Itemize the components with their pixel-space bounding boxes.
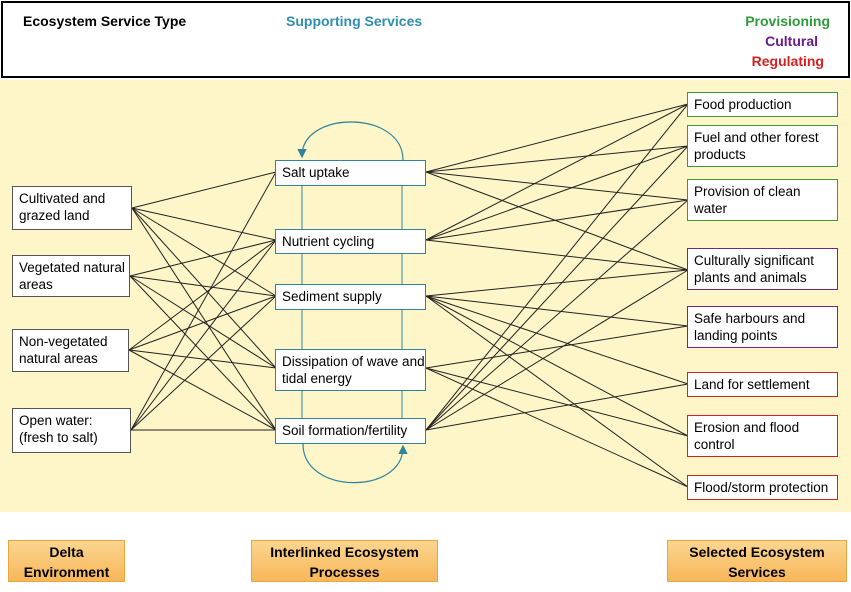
service-label: products	[694, 147, 746, 162]
process-box-sediment-supply: Sediment supply	[275, 284, 426, 310]
delta-label: Cultivated and	[19, 191, 106, 206]
service-label: water	[694, 201, 728, 216]
process-label: Soil formation/fertility	[282, 423, 408, 438]
footer-label: Environment	[23, 564, 110, 580]
service-label: Culturally significant	[694, 253, 815, 268]
delta-box-cultivated: Cultivated and grazed land	[12, 186, 132, 230]
provisioning-label: Provisioning	[745, 13, 830, 29]
service-type-label: Ecosystem Service Type	[23, 13, 187, 29]
delta-box-open-water: Open water: (fresh to salt)	[12, 408, 131, 453]
service-box-safe-harbours: Safe harbours and landing points	[687, 306, 838, 348]
supporting-services-label: Supporting Services	[286, 13, 423, 29]
footer-label: Processes	[309, 564, 380, 580]
process-label: Sediment supply	[282, 289, 382, 304]
service-type-header: Ecosystem Service Type Supporting Servic…	[1, 1, 850, 78]
process-box-salt-uptake: Salt uptake	[275, 160, 426, 186]
service-label: Fuel and other forest	[694, 130, 819, 145]
service-label: Food production	[694, 97, 792, 112]
delta-box-vegetated: Vegetated natural areas	[12, 255, 130, 297]
service-label: plants and animals	[694, 270, 807, 285]
service-label: Erosion and flood	[694, 420, 800, 435]
process-label: Nutrient cycling	[282, 234, 375, 249]
footer-label: Interlinked Ecosystem	[270, 544, 419, 560]
delta-box-non-vegetated: Non-vegetated natural areas	[12, 329, 129, 372]
service-box-culturally-significant: Culturally significant plants and animal…	[687, 248, 838, 290]
delta-to-process-lines	[128, 171, 277, 431]
service-label: Safe harbours and	[694, 311, 806, 326]
footer-delta-environment: Delta Environment	[8, 540, 125, 582]
service-box-erosion-flood: Erosion and flood control	[687, 415, 838, 457]
service-label: control	[694, 437, 735, 452]
process-label: Dissipation of wave and	[282, 354, 425, 369]
regulating-label: Regulating	[751, 53, 824, 69]
cycle-arrow-bottom	[302, 443, 408, 484]
footer-interlinked-processes: Interlinked Ecosystem Processes	[251, 540, 438, 582]
cycle-arrow-top	[297, 121, 404, 161]
process-to-service-lines	[425, 103, 689, 488]
delta-label: Non-vegetated	[19, 334, 108, 349]
service-box-fuel-forest: Fuel and other forest products	[687, 125, 838, 167]
process-box-dissipation: Dissipation of wave and tidal energy	[275, 349, 426, 391]
cultural-label: Cultural	[765, 33, 818, 49]
service-label: landing points	[694, 328, 778, 343]
delta-label: Open water:	[19, 413, 93, 428]
delta-label: (fresh to salt)	[19, 430, 98, 445]
delta-label: areas	[19, 277, 53, 292]
footer-selected-services: Selected Ecosystem Services	[667, 540, 847, 582]
service-label: Flood/storm protection	[694, 480, 829, 495]
footer-label: Selected Ecosystem	[689, 544, 825, 560]
footer-label: Delta	[49, 544, 84, 560]
process-label: tidal energy	[282, 371, 352, 386]
delta-label: Vegetated natural	[19, 260, 125, 275]
service-box-food-production: Food production	[687, 92, 838, 117]
footer-label: Services	[728, 564, 786, 580]
service-label: Land for settlement	[694, 377, 810, 392]
process-box-soil-formation: Soil formation/fertility	[275, 418, 426, 444]
service-box-land-settlement: Land for settlement	[687, 372, 838, 397]
process-box-nutrient-cycling: Nutrient cycling	[275, 229, 426, 254]
service-box-flood-storm: Flood/storm protection	[687, 475, 838, 500]
delta-label: grazed land	[19, 208, 90, 223]
delta-label: natural areas	[19, 351, 98, 366]
service-box-clean-water: Provision of clean water	[687, 179, 838, 221]
process-label: Salt uptake	[282, 165, 350, 180]
service-label: Provision of clean	[694, 184, 801, 199]
